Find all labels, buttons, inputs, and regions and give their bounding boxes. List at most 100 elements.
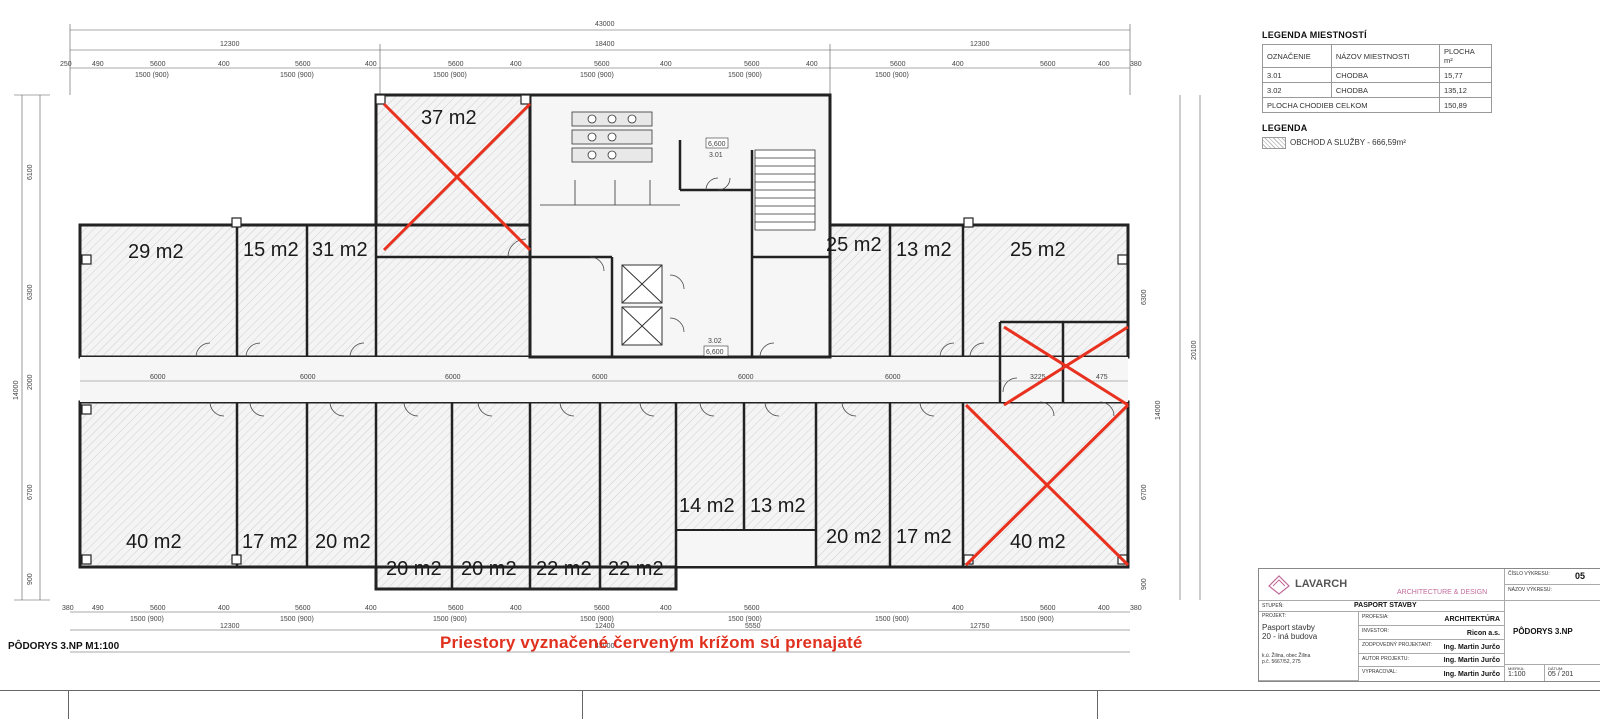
dim-detail: 400 [218,605,230,612]
dim-corridor: 6000 [150,374,166,381]
wc-fixtures [540,111,680,206]
dim-detail: 5600 [150,61,166,68]
dim-sub: 1500 (900) [728,616,762,623]
legend-header-area: PLOCHA [1443,47,1475,56]
dim-detail: 400 [952,61,964,68]
frame-divider [1097,691,1098,719]
dim-seg-top-2: 18400 [595,41,615,48]
dim-detail: 5600 [448,61,464,68]
interior-walls [235,140,1128,589]
dim-sub: 1500 (900) [580,72,614,79]
stupen-value: PASPORT STAVBY [1354,602,1417,609]
room-legend: LEGENDA MIESTNOSTÍ OZNAČENIE NÁZOV MIEST… [1262,30,1512,149]
dim-left-4: 2000 [27,374,34,390]
floor-plan: 43000 12300 18400 12300 250 490 5600 400… [13,21,1201,653]
date-cell: DÁTUM: 05 / 201 [1545,665,1600,681]
room-area: 40 m2 [1010,531,1066,553]
responsible-cell: ZODPOVEDNÝ PROJEKTANT: Ing. Martin Jurčo [1359,640,1505,654]
drawing-name-label: NÁZOV VÝKRESU: [1508,587,1552,593]
dim-sub: 1500 (900) [130,616,164,623]
dim-sub: 1500 (900) [280,72,314,79]
dim-corridor: 3225 [1030,374,1046,381]
dim-detail: 490 [92,61,104,68]
building-outline [78,93,1130,591]
table-row: PLOCHA CHODIEB CELKOM 150,89 [1262,97,1493,113]
table-row: 3.01 CHODBA 15,77 [1262,67,1493,83]
dim-detail: 5600 [594,61,610,68]
room-tag-area: 6,600 [708,141,726,148]
room-area: 22 m2 [536,558,592,580]
dim-right-2: 20100 [1191,340,1198,360]
dim-detail: 400 [510,605,522,612]
staircase [754,149,816,231]
room-tag-302: 3.02 6,600 [703,338,729,357]
room-area: 15 m2 [243,239,299,261]
part-value: ARCHITEKTÚRA [1444,616,1500,623]
dim-detail: 400 [1098,61,1110,68]
project-name-2: 20 - iná budova [1262,632,1318,641]
rented-cross-line [1003,325,1129,407]
dim-corridor: 6000 [592,374,608,381]
dim-detail: 400 [218,61,230,68]
top-dimensions [69,24,1131,95]
dim-sub: 1500 (900) [280,616,314,623]
dim-detail: 400 [660,605,672,612]
dim-corridor: 6000 [300,374,316,381]
dim-bottom-total: 43000 [595,643,615,650]
dim-detail: 5600 [890,61,906,68]
frame-divider [582,691,583,719]
dim-detail: 400 [510,61,522,68]
legend-header: OZNAČENIE [1262,44,1332,68]
dim-detail: 380 [1130,61,1142,68]
dim-right-1: 6300 [1141,289,1148,305]
frame-divider [68,691,69,719]
legend-cell: 3.01 [1262,67,1332,83]
dim-seg-top-1: 12300 [220,41,240,48]
drawing-name-label-cell: NÁZOV VÝKRESU: [1505,585,1600,601]
dim-detail: 400 [806,61,818,68]
dim-detail: 5600 [295,605,311,612]
sheet-no: 05 [1575,571,1586,581]
dim-corridor: 475 [1096,374,1108,381]
room-labels: 37 m2 29 m2 15 m2 31 m2 25 m2 13 m2 25 m… [126,107,1066,580]
dim-detail: 5600 [744,61,760,68]
top-sub-dims: 1500 (900) 1500 (900) 1500 (900) 1500 (9… [135,72,909,79]
dim-sub: 1500 (900) [433,616,467,623]
room-area: 20 m2 [461,558,517,580]
dim-left-6: 900 [27,573,34,585]
lavarch-logo-icon [1268,575,1290,595]
dim-detail: 400 [1098,605,1110,612]
dim-bottom-seg-2: 12400 [595,623,615,630]
rented-crosses [382,102,1130,567]
stupen-cell: STUPEŇ: PASPORT STAVBY [1259,601,1505,612]
date-value: 05 / 201 [1548,671,1574,678]
legend-title: LEGENDA MIESTNOSTÍ [1262,30,1367,40]
drawn-cell: VYPRACOVAL: Ing. Martin Jurčo [1359,667,1505,681]
scale-value: 1:100 [1508,671,1526,678]
room-area: 20 m2 [386,558,442,580]
dim-left-3: 14000 [13,380,20,400]
dim-detail: 5600 [1040,605,1056,612]
responsible-label: ZODPOVEDNÝ PROJEKTANT: [1362,642,1432,648]
dim-sub: 1500 (900) [875,616,909,623]
dim-total-top: 43000 [595,21,615,28]
bottom-dimensions [70,611,1130,653]
date-label: DÁTUM: [1548,666,1564,671]
room-area: 22 m2 [608,558,664,580]
left-dimensions [14,94,1201,601]
bottom-detail-dims: 380 490 5600 400 5600 400 5600 400 5600 … [62,605,1142,612]
room-tag-number: 3.02 [708,338,722,345]
dim-sub: 1500 (900) [135,72,169,79]
legend-header: NÁZOV MIESTNOSTI [1330,44,1440,68]
room-area: 20 m2 [826,526,882,548]
room-area: 40 m2 [126,531,182,553]
dim-corridor: 6000 [738,374,754,381]
legend-total-label: PLOCHA CHODIEB CELKOM [1262,97,1440,113]
dim-left-1: 6100 [27,164,34,180]
dim-detail: 380 [1130,605,1142,612]
legend-header-unit: m² [1443,56,1453,65]
project-address: k.ú. Žilina, obec Žilina [1262,653,1311,659]
drawing-name: PÔDORYS 3.NP [1513,627,1573,636]
